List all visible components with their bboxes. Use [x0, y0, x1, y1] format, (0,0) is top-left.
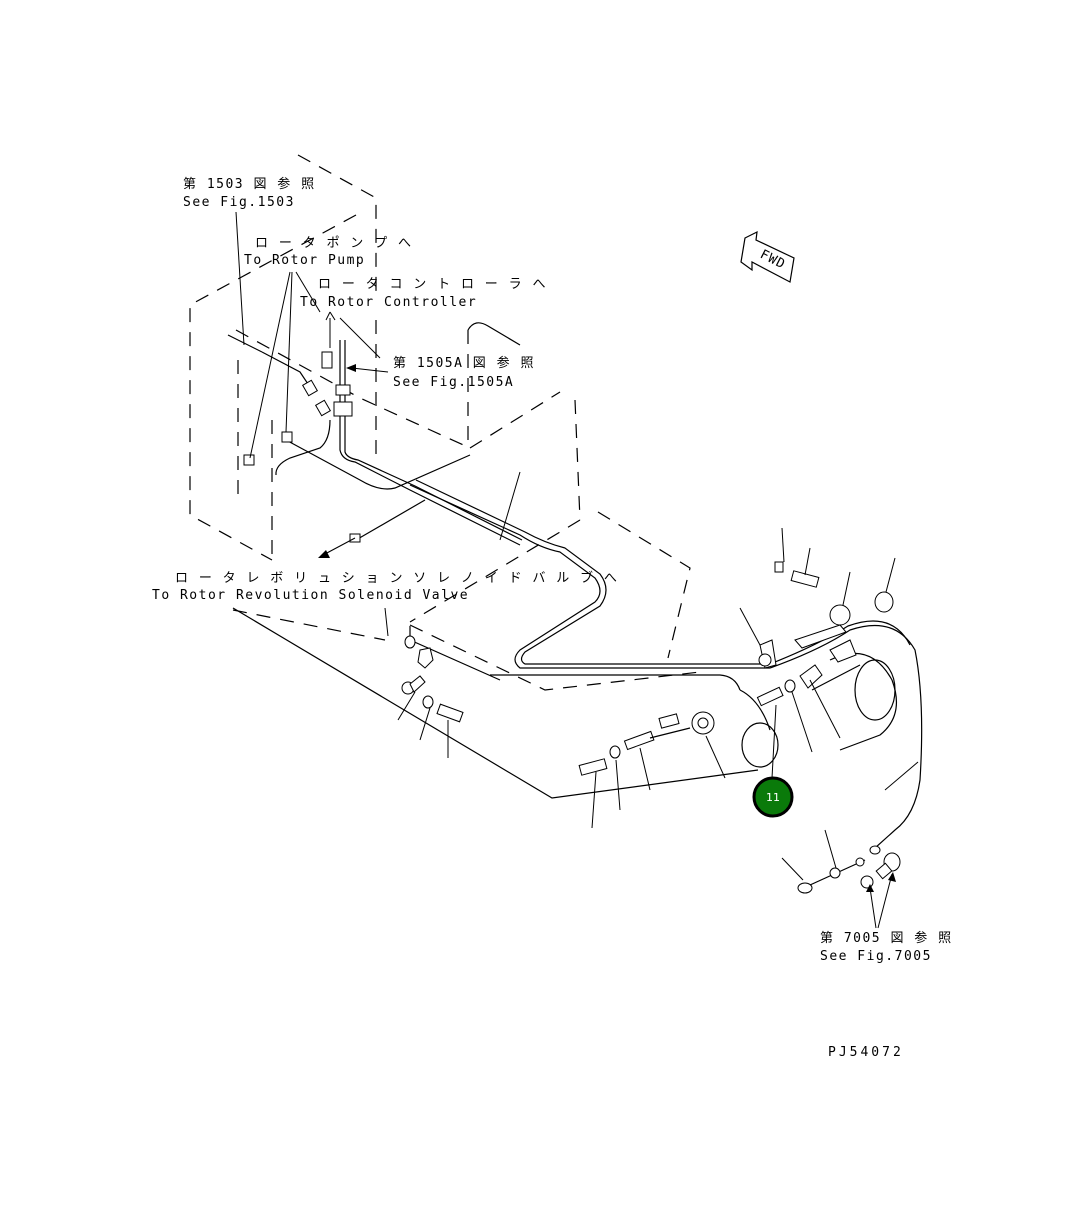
arrow-head	[318, 550, 330, 558]
rotor-pump-label-jp: ロ ー タ ポ ン プ へ	[255, 236, 412, 251]
rotor-controller-label-jp: ロ ー タ コ ン ト ロ ー ラ へ	[318, 277, 547, 292]
arrow-head	[346, 364, 356, 372]
callout-number[interactable]: 11	[766, 791, 780, 804]
solenoid-label-en: To Rotor Revolution Solenoid Valve	[152, 588, 469, 603]
fig7005-label-en: See Fig.7005	[820, 949, 932, 964]
text-labels: 第 1503 図 参 照 See Fig.1503 ロ ー タ ポ ン プ へ …	[152, 176, 953, 1060]
fig1503-label-jp: 第 1503 図 参 照	[183, 176, 316, 192]
arrow-head	[866, 884, 874, 892]
fwd-arrow-icon: FWD	[740, 230, 795, 283]
hardware	[401, 561, 901, 894]
fig7005-label-jp: 第 7005 図 参 照	[820, 930, 953, 946]
fig1503-label-en: See Fig.1503	[183, 195, 295, 210]
rotor-pump-label-en: To Rotor Pump	[244, 253, 365, 268]
rotor-controller-label-en: To Rotor Controller	[300, 295, 477, 310]
wiring-harness	[227, 334, 923, 849]
fwd-label: FWD	[757, 247, 787, 272]
frame-outline	[189, 154, 701, 691]
arrow-head	[888, 872, 896, 882]
leader-lines	[235, 211, 919, 929]
drawing-number: PJ54072	[828, 1045, 904, 1060]
solenoid-label-jp: ロ ー タ レ ボ リ ュ シ ョ ン ソ レ ノ イ ド バ ル ブ へ	[175, 570, 618, 586]
callout-11[interactable]: 11	[752, 776, 794, 818]
connectors	[243, 351, 361, 543]
fig1505a-label-en: See Fig.1505A	[393, 375, 514, 390]
callout-badge[interactable]	[752, 776, 794, 818]
fig1505a-label-jp: 第 1505A 図 参 照	[393, 355, 535, 371]
